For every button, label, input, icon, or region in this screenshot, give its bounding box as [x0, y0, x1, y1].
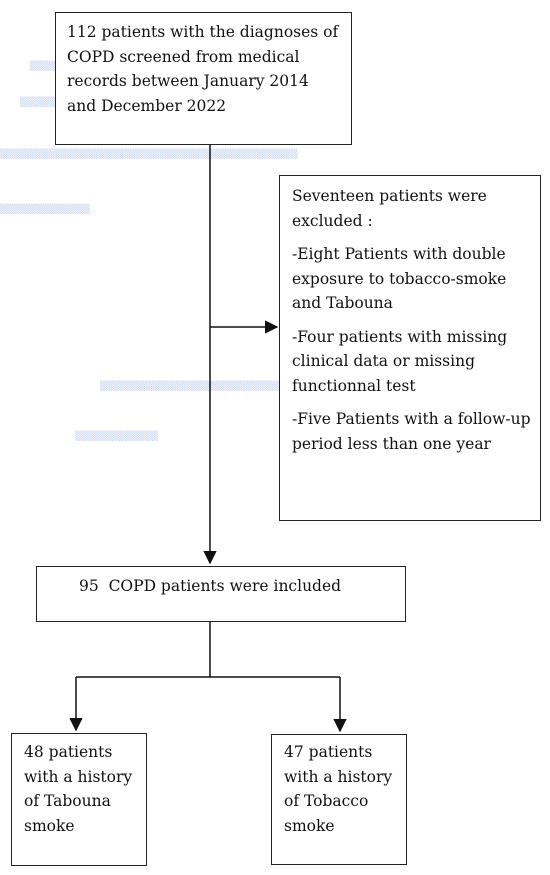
ghost-text: ▒▒▒▒▒▒▒▒▒▒▒▒▒	[0, 205, 90, 215]
exclusion-reason-double-exposure: -Eight Patients with double exposure to …	[292, 245, 507, 312]
tobacco-group-text: 47 patients with a history of Tobacco sm…	[284, 743, 393, 835]
screened-patients-text: 112 patients with the diagnoses of COPD …	[67, 23, 339, 115]
screened-patients-box: 112 patients with the diagnoses of COPD …	[55, 12, 352, 145]
included-patients-box: 95 COPD patients were included	[36, 566, 406, 622]
ghost-text: ▒▒▒▒▒▒▒▒▒▒▒▒▒▒▒▒▒▒▒▒▒▒▒▒▒▒	[100, 382, 280, 392]
exclusion-reason-short-follow-up: -Five Patients with a follow-up period l…	[292, 410, 531, 453]
excluded-patients-box: Seventeen patients were excluded : -Eigh…	[279, 175, 541, 521]
ghost-text: ▒▒▒▒▒▒▒▒▒▒▒▒▒▒▒▒▒▒▒▒▒▒▒▒▒▒▒▒▒▒▒▒▒▒▒▒▒▒▒▒…	[0, 150, 298, 160]
included-patients-text: 95 COPD patients were included	[79, 577, 342, 595]
excluded-header: Seventeen patients were excluded :	[292, 187, 487, 230]
ghost-text: ▒▒▒▒▒▒▒▒▒▒▒▒	[75, 432, 159, 442]
tobacco-group-box: 47 patients with a history of Tobacco sm…	[271, 734, 407, 865]
tabouna-group-text: 48 patients with a history of Tabouna sm…	[24, 743, 133, 835]
tabouna-group-box: 48 patients with a history of Tabouna sm…	[11, 733, 147, 866]
exclusion-reason-missing-data: -Four patients with missing clinical dat…	[292, 327, 508, 395]
